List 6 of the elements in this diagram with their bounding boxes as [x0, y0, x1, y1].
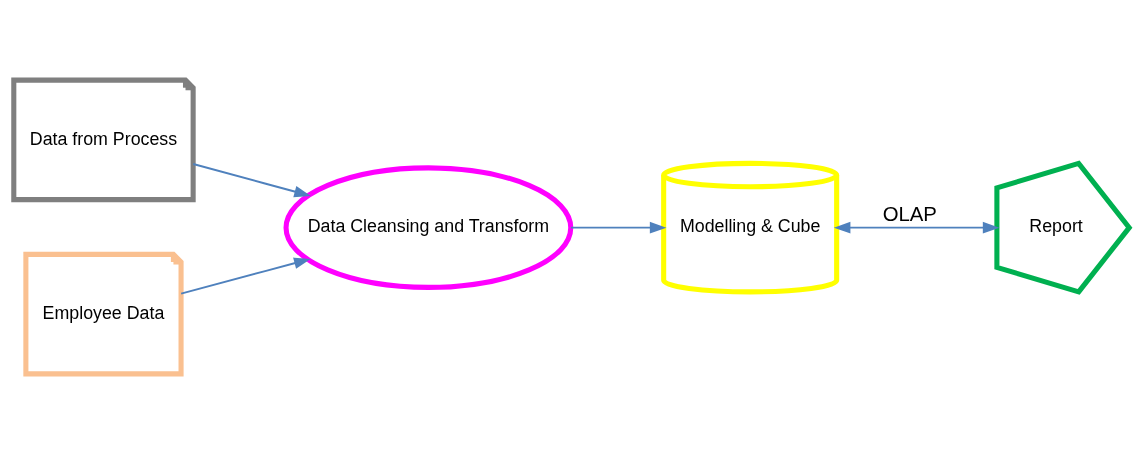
edge-label: OLAP	[882, 203, 937, 226]
arrow	[570, 221, 667, 234]
node-ellipse: Data Cleansing and Transform	[283, 165, 574, 290]
arrow	[833, 221, 1000, 234]
arrow	[180, 257, 311, 295]
arrow	[192, 163, 311, 198]
